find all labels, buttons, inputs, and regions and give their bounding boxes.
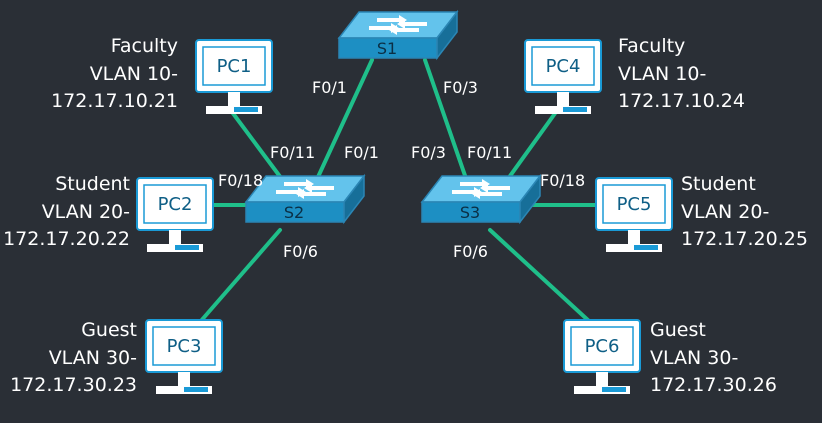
pc6[interactable]: PC6 (563, 319, 641, 395)
switch-s2-label: S2 (284, 203, 304, 222)
pc5-info: Student VLAN 20- 172.17.20.25 (681, 173, 808, 250)
pc3-vlan: VLAN 30- (49, 347, 137, 369)
pc2-info: Student VLAN 20- 172.17.20.22 (3, 173, 130, 250)
pc1-info: Faculty VLAN 10- 172.17.10.21 (51, 35, 178, 112)
pc1[interactable]: PC1 (195, 39, 273, 115)
pc5-ip: 172.17.20.25 (681, 228, 808, 250)
port-s3-f0-6: F0/6 (453, 242, 488, 261)
port-labels: F0/1 F0/3 F0/11 F0/1 F0/18 F0/6 F0/3 F0/… (218, 78, 585, 261)
link-pc3-s2 (198, 228, 282, 324)
pc5-role: Student (681, 173, 756, 195)
pc6-role: Guest (650, 319, 706, 341)
pc3-ip: 172.17.30.23 (10, 374, 137, 396)
pc4-label: PC4 (546, 56, 581, 77)
pc1-label: PC1 (217, 56, 252, 77)
port-s2-f0-1: F0/1 (344, 143, 379, 162)
switch-s3[interactable]: S3 (421, 175, 541, 223)
port-s3-f0-18: F0/18 (540, 171, 585, 190)
pc5-label: PC5 (617, 194, 652, 215)
pc3[interactable]: PC3 (145, 319, 223, 395)
pc6-label: PC6 (585, 336, 620, 357)
pc2-label: PC2 (158, 194, 193, 215)
link-s1-s3 (423, 58, 472, 192)
switch-s2[interactable]: S2 (245, 175, 365, 223)
port-s1-f0-3: F0/3 (443, 78, 478, 97)
pc4-ip: 172.17.10.24 (618, 90, 745, 112)
pc1-role: Faculty (111, 35, 178, 57)
pc3-role: Guest (81, 319, 137, 341)
switch-s1-label: S1 (377, 39, 397, 58)
pc2-vlan: VLAN 20- (42, 201, 130, 223)
pc5[interactable]: PC5 (595, 177, 673, 253)
link-pc6-s3 (488, 228, 592, 324)
pc5-vlan: VLAN 20- (681, 201, 769, 223)
pc6-ip: 172.17.30.26 (650, 374, 777, 396)
pc1-vlan: VLAN 10- (90, 63, 178, 85)
pc2[interactable]: PC2 (136, 177, 214, 253)
pc2-role: Student (55, 173, 130, 195)
switch-s3-label: S3 (460, 203, 480, 222)
port-s1-f0-1: F0/1 (312, 78, 347, 97)
port-s2-f0-11: F0/11 (270, 143, 315, 162)
port-s3-f0-3: F0/3 (411, 143, 446, 162)
pc6-vlan: VLAN 30- (650, 347, 738, 369)
link-s1-s2 (310, 58, 374, 192)
pc6-info: Guest VLAN 30- 172.17.30.26 (650, 319, 777, 396)
links (198, 58, 600, 324)
pc1-ip: 172.17.10.21 (51, 90, 178, 112)
port-s3-f0-11: F0/11 (467, 143, 512, 162)
pc3-label: PC3 (167, 336, 202, 357)
switch-s1[interactable]: S1 (338, 11, 458, 59)
pc4[interactable]: PC4 (524, 39, 602, 115)
pc3-info: Guest VLAN 30- 172.17.30.23 (10, 319, 137, 396)
pc2-ip: 172.17.20.22 (3, 228, 130, 250)
port-s2-f0-18: F0/18 (218, 171, 263, 190)
pc4-vlan: VLAN 10- (618, 63, 706, 85)
pc4-role: Faculty (618, 35, 685, 57)
port-s2-f0-6: F0/6 (283, 242, 318, 261)
pc4-info: Faculty VLAN 10- 172.17.10.24 (618, 35, 745, 112)
